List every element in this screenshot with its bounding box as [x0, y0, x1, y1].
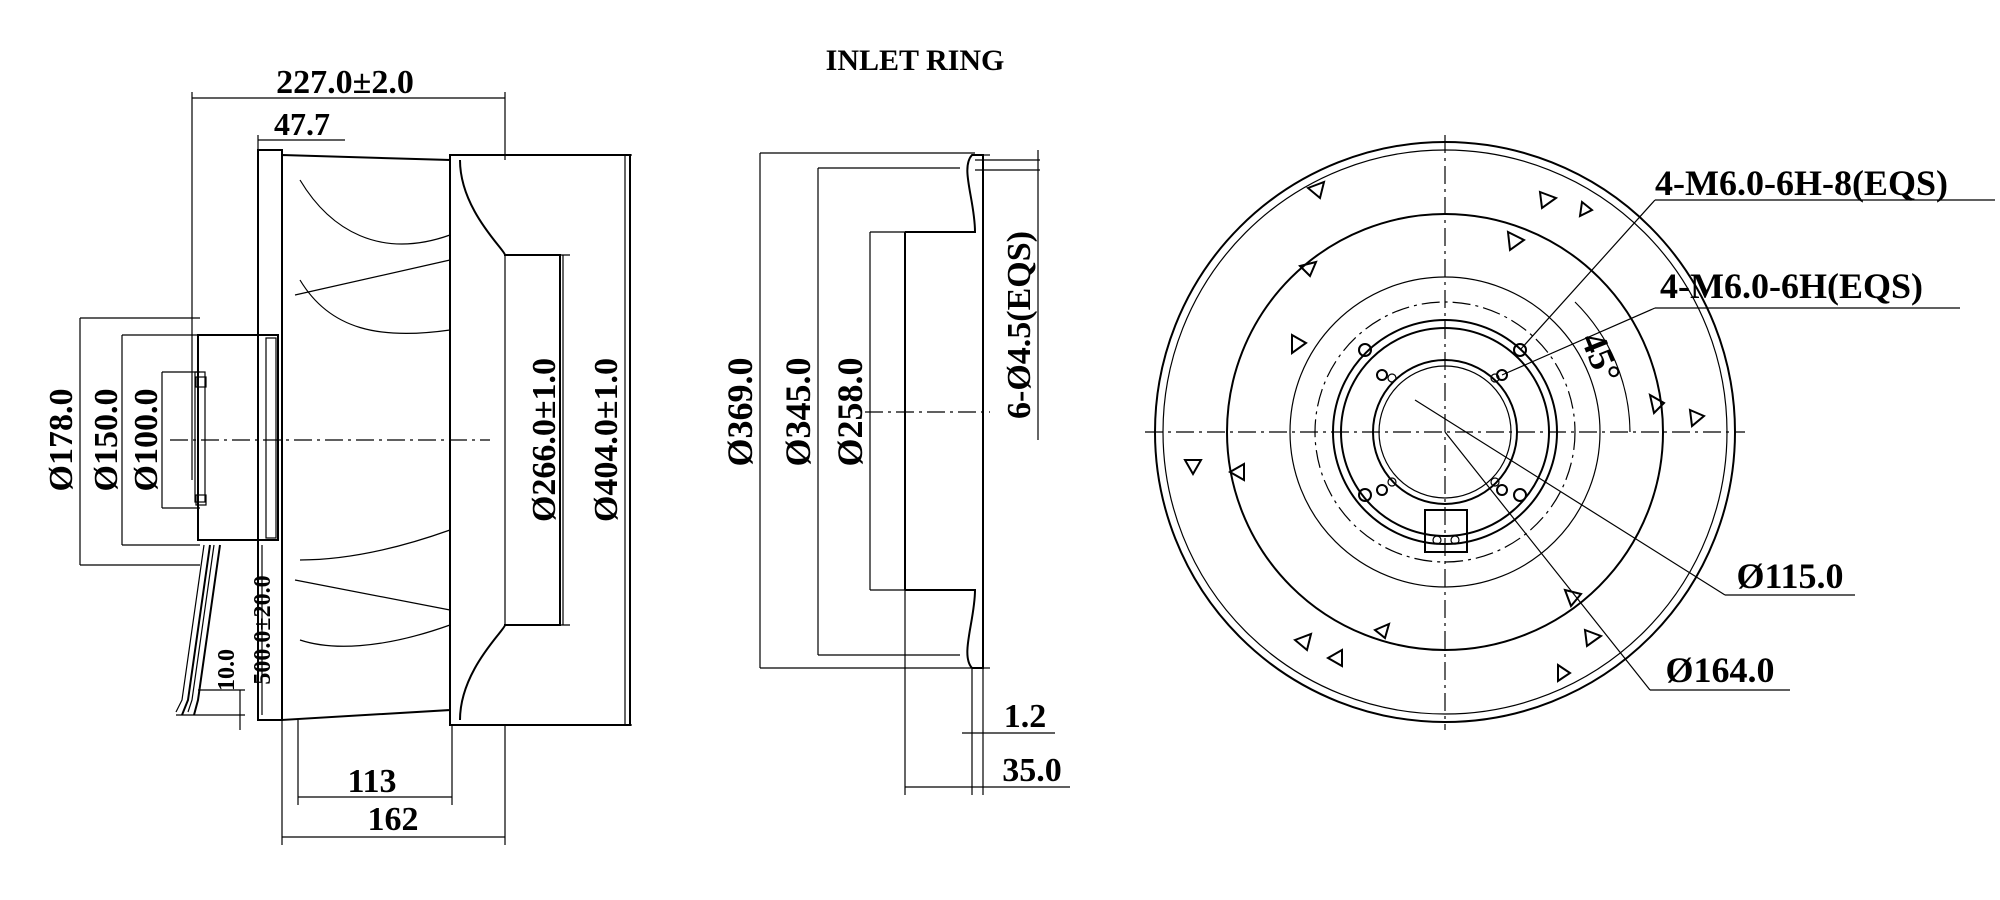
- dim-depth-113: 113: [347, 763, 396, 800]
- label-angle: 45°: [1573, 327, 1629, 389]
- dim-dia-404: Ø404.0±1.0: [588, 358, 625, 522]
- label-thread-1: 4-M6.0-6H-8(EQS): [1655, 163, 1948, 203]
- dim-dia-266: Ø266.0±1.0: [526, 358, 563, 522]
- dim-lead-strip: 10.0: [214, 649, 240, 691]
- dim-dia-258: Ø258.0: [830, 357, 870, 466]
- bolt-holes: [1358, 343, 1527, 502]
- label-thread-2: 4-M6.0-6H(EQS): [1660, 266, 1923, 306]
- dim-flange-depth: 47.7: [274, 106, 330, 142]
- inlet-ring-view: Ø369.0 Ø345.0 Ø258.0 6-Ø4.5(EQS) 1.2 35.…: [720, 150, 1070, 795]
- label-dia-164: Ø164.0: [1665, 650, 1774, 690]
- dim-depth-162: 162: [368, 801, 419, 838]
- dim-thickness: 1.2: [1004, 698, 1047, 735]
- dim-overall-length: 227.0±2.0: [276, 64, 414, 101]
- side-view: 227.0±2.0 47.7 Ø178.0 Ø: [43, 64, 632, 845]
- label-hole-pattern: 6-Ø4.5(EQS): [1001, 231, 1038, 419]
- dim-lead-length: 500.0±20.0: [250, 575, 276, 684]
- dim-ring-depth: 35.0: [1002, 752, 1062, 789]
- dim-dia-100: Ø100.0: [128, 389, 165, 492]
- drawing-title: INLET RING: [826, 44, 1005, 77]
- dim-dia-345: Ø345.0: [778, 357, 818, 466]
- dim-dia-178: Ø178.0: [43, 389, 80, 492]
- dim-dia-150: Ø150.0: [88, 389, 125, 492]
- vent-tabs: [1183, 180, 1706, 683]
- label-dia-115: Ø115.0: [1736, 556, 1843, 596]
- front-view: 45° 4-M6.0-6H-8(EQS) 4-M6.0-6H(EQS) Ø115…: [1145, 135, 1995, 730]
- dim-dia-369: Ø369.0: [720, 357, 760, 466]
